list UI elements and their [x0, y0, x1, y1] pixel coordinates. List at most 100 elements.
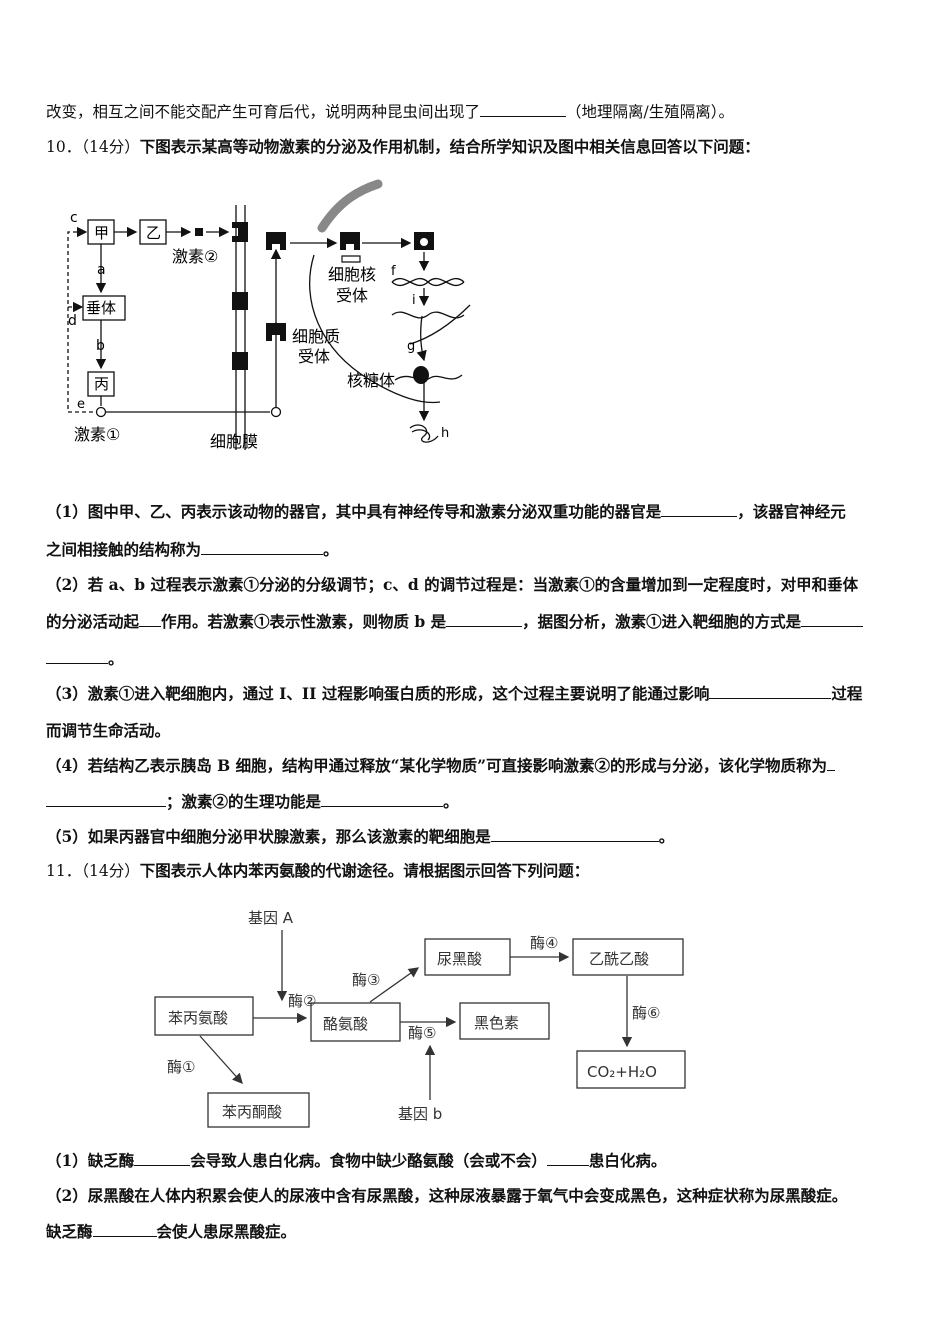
hormone-mechanism-diagram: c 甲 乙 激素② a 垂体 d b 丙 e 激素① 细胞膜 细胞质 受体 细胞… [67, 179, 471, 451]
answer-blank[interactable] [321, 792, 444, 807]
label-enzyme2: 酶② [288, 992, 316, 1010]
label-gene-b: 基因 b [398, 1105, 442, 1123]
answer-blank[interactable] [134, 1151, 191, 1166]
label-cyto-receptor-2: 受体 [298, 347, 330, 366]
q10-p1-text: （1）图中甲、乙、丙表示该动物的器官，其中具有神经传导和激素分泌双重功能的器官是 [46, 502, 662, 521]
q10-p2-text-b: 的分泌活动起 [46, 612, 140, 631]
answer-blank[interactable] [46, 649, 108, 664]
label-melanin: 黑色素 [474, 1014, 519, 1032]
label-b: b [96, 338, 105, 354]
q10-p1-line1: （1）图中甲、乙、丙表示该动物的器官，其中具有神经传导和激素分泌双重功能的器官是… [46, 501, 910, 523]
intro-line: 改变，相互之间不能交配产生可育后代，说明两种昆虫间出现了 （地理隔离/生殖隔离）。 [46, 101, 910, 123]
answer-blank[interactable] [201, 540, 324, 555]
q10-header: 10．（14分）下图表示某高等动物激素的分泌及作用机制，结合所学知识及图中相关信… [46, 136, 910, 158]
question-stem: 下图表示人体内苯丙氨酸的代谢途径。请根据图示回答下列问题： [139, 861, 590, 880]
q11-p1-text-b: 会导致人患白化病。食物中缺少酪氨酸（会或不会） [190, 1151, 547, 1170]
answer-blank[interactable] [480, 102, 567, 117]
q10-p2-line2: 的分泌活动起 作用。若激素①表示性激素，则物质 b 是 ，据图分析，激素①进入靶细胞… [46, 611, 910, 633]
label-hormone1: 激素① [74, 425, 120, 444]
q11-p1-text: （1）缺乏酶 [46, 1151, 135, 1170]
label-hormone2: 激素② [172, 247, 218, 266]
q10-p2-text-e: 。 [108, 649, 124, 668]
question-number: 10． [46, 138, 82, 156]
q10-p3-line1: （3）激素①进入靶细胞内，通过 I、II 过程影响蛋白质的形成，这个过程主要说明… [46, 683, 910, 705]
answer-blank[interactable] [827, 756, 836, 771]
label-c: c [70, 210, 78, 226]
q10-p1-text-b: ，该器官神经元 [737, 502, 846, 521]
box-ppa [207, 1092, 310, 1128]
label-d: d [68, 313, 77, 329]
q10-p5-line: （5）如果丙器官中细胞分泌甲状腺激素，那么该激素的靶细胞是。 [46, 826, 910, 848]
q10-p1-text-d: 。 [323, 540, 339, 559]
q10-p1-line2: 之间相接触的结构称为 。 [46, 539, 910, 561]
label-a: a [97, 262, 106, 278]
label-cyto-receptor-1: 细胞质 [292, 327, 340, 346]
q10-p2-line1: （2）若 a、b 过程表示激素①分泌的分级调节；c、d 的调节过程是：当激素①的… [46, 574, 910, 596]
label-e: e [77, 397, 85, 412]
label-h: h [441, 426, 449, 441]
label-phe: 苯丙氨酸 [168, 1009, 228, 1027]
answer-blank[interactable] [139, 612, 162, 627]
answer-blank[interactable] [546, 1151, 589, 1166]
label-ppa: 苯丙酮酸 [222, 1103, 282, 1121]
label-jia: 甲 [94, 224, 109, 242]
q11-p2-line2: 缺乏酶会使人患尿黑酸症。 [46, 1221, 910, 1243]
box-chuiti [82, 295, 126, 321]
q10-p3-text-c: 而调节生命活动。 [46, 721, 171, 740]
label-nuc-receptor-1: 细胞核 [328, 265, 376, 284]
answer-blank[interactable] [490, 827, 659, 842]
q10-p4-line1: （4）若结构乙表示胰岛 B 细胞，结构甲通过释放“某化学物质”可直接影响激素②的… [46, 755, 910, 777]
q10-p2-text: （2）若 a、b 过程表示激素①分泌的分级调节；c、d 的调节过程是：当激素①的… [46, 575, 859, 594]
label-membrane: 细胞膜 [210, 432, 258, 451]
intro-text: 改变，相互之间不能交配产生可育后代，说明两种昆虫间出现了 [46, 103, 481, 121]
label-chuiti: 垂体 [86, 299, 116, 317]
question-score: （14分） [81, 862, 140, 880]
q11-p1-text-c: 患白化病。 [588, 1151, 667, 1170]
q10-p4-text-c: 。 [443, 792, 459, 811]
q11-p2-text-c: 会使人患尿黑酸症。 [156, 1222, 297, 1241]
label-nuc-receptor-2: 受体 [336, 286, 368, 305]
box-aaa [572, 938, 684, 976]
answer-blank[interactable] [801, 612, 864, 627]
q10-p2-line3: 。 [46, 648, 910, 670]
answer-blank[interactable] [709, 684, 832, 699]
label-enzyme5: 酶⑤ [408, 1024, 436, 1042]
intro-text-tail: （地理隔离/生殖隔离）。 [566, 103, 734, 121]
q10-p4-text-b: ；激素②的生理功能是 [166, 792, 322, 811]
label-tyr: 酪氨酸 [323, 1015, 368, 1033]
q11-p2-text: （2）尿黑酸在人体内积累会使人的尿液中含有尿黑酸，这种尿液暴露于氧气中会变成黑色… [46, 1186, 848, 1205]
q10-p3-line2: 而调节生命活动。 [46, 720, 910, 742]
answer-blank[interactable] [661, 502, 738, 517]
q10-p3-text-b: 过程 [831, 684, 863, 703]
label-g: g [407, 339, 415, 354]
question-score: （14分） [81, 138, 140, 156]
label-enzyme1: 酶① [167, 1058, 195, 1076]
box-co2 [576, 1050, 686, 1089]
box-melanin [459, 1002, 550, 1040]
q10-p1-text-c: 之间相接触的结构称为 [46, 540, 202, 559]
label-co2-h2o: CO₂+H₂O [587, 1063, 657, 1081]
q11-p2-line1: （2）尿黑酸在人体内积累会使人的尿液中含有尿黑酸，这种尿液暴露于氧气中会变成黑色… [46, 1185, 910, 1207]
label-bing: 丙 [94, 375, 109, 393]
label-gene-a: 基因 A [248, 909, 294, 927]
q11-p1-line: （1）缺乏酶 会导致人患白化病。食物中缺少酪氨酸（会或不会） 患白化病。 [46, 1150, 910, 1172]
question-stem: 下图表示某高等动物激素的分泌及作用机制，结合所学知识及图中相关信息回答以下问题： [139, 137, 760, 156]
q10-p4-line2: ；激素②的生理功能是 。 [46, 791, 910, 813]
label-i: i [412, 293, 416, 308]
q10-p2-text-c: 作用。若激素①表示性激素，则物质 b 是 [161, 612, 447, 631]
label-aaa: 乙酰乙酸 [589, 950, 649, 968]
q10-p2-text-d: ，据图分析，激素①进入靶细胞的方式是 [522, 612, 802, 631]
label-enzyme4: 酶④ [530, 934, 558, 952]
label-f: f [391, 264, 396, 279]
label-enzyme3: 酶③ [352, 971, 380, 989]
answer-blank[interactable] [92, 1222, 157, 1237]
label-enzyme6: 酶⑥ [632, 1004, 660, 1022]
answer-blank[interactable] [46, 792, 166, 807]
box-phe [154, 996, 254, 1036]
answer-blank[interactable] [446, 612, 523, 627]
label-yi: 乙 [146, 224, 161, 242]
phenylalanine-metabolism-diagram: 基因 A 苯丙氨酸 酪氨酸 尿黑酸 乙酰乙酸 黑色素 苯丙酮酸 CO₂+H₂O … [154, 909, 686, 1128]
q10-p3-text: （3）激素①进入靶细胞内，通过 I、II 过程影响蛋白质的形成，这个过程主要说明… [46, 684, 710, 703]
q10-p5-text: （5）如果丙器官中细胞分泌甲状腺激素，那么该激素的靶细胞是 [46, 827, 491, 846]
label-ribosome: 核糖体 [347, 371, 395, 390]
